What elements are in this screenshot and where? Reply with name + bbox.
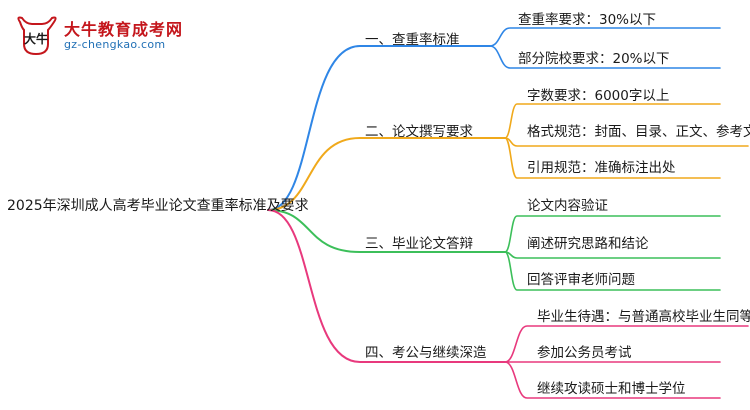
connector-branch-3-child-1 bbox=[504, 215, 721, 253]
logo-site-name: 大牛教育成考网 bbox=[64, 20, 184, 39]
branch-2-label: 二、论文撰写要求 bbox=[365, 124, 473, 140]
connector-branch-2 bbox=[267, 137, 506, 211]
branch-2-child-3: 引用规范：准确标注出处 bbox=[527, 160, 676, 176]
branch-3-label: 三、毕业论文答辩 bbox=[365, 236, 473, 252]
logo-site-url: gz-chengkao.com bbox=[64, 38, 166, 51]
connector-branch-1-child-2 bbox=[489, 45, 721, 69]
connector-branch-2-child-1 bbox=[504, 103, 721, 139]
branch-4-label: 四、考公与继续深造 bbox=[365, 345, 487, 361]
branch-1-child-2: 部分院校要求：20%以下 bbox=[518, 51, 670, 67]
branch-4-child-3: 继续攻读硕士和博士学位 bbox=[537, 381, 686, 397]
branch-3-child-2: 阐述研究思路和结论 bbox=[527, 236, 649, 252]
connector-branch-3 bbox=[267, 209, 506, 253]
branch-2-child-1: 字数要求：6000字以上 bbox=[527, 88, 670, 104]
branch-1-child-1: 查重率要求：30%以下 bbox=[518, 12, 657, 28]
bull-logo-icon: 大牛 bbox=[17, 16, 57, 56]
connector-branch-4 bbox=[267, 209, 506, 363]
branch-4-child-2: 参加公务员考试 bbox=[537, 345, 632, 361]
branch-1-label: 一、查重率标准 bbox=[365, 32, 460, 48]
branch-2-child-2: 格式规范：封面、目录、正文、参考文献 bbox=[527, 124, 750, 140]
connector-branch-1 bbox=[267, 45, 491, 211]
connector-branch-4-child-3 bbox=[504, 361, 721, 399]
connector-branch-4-child-1 bbox=[504, 325, 749, 363]
connector-branch-2-child-3 bbox=[504, 137, 721, 179]
logo-mark-text: 大牛 bbox=[24, 31, 48, 46]
site-logo[interactable]: 大牛 大牛教育成考网 gz-chengkao.com bbox=[14, 12, 182, 58]
branch-3-child-3: 回答评审老师问题 bbox=[527, 272, 635, 288]
connector-branch-3-child-2 bbox=[504, 251, 721, 259]
root-topic: 2025年深圳成人高考毕业论文查重率标准及要求 bbox=[7, 198, 309, 214]
connector-branch-1-child-1 bbox=[489, 27, 721, 47]
branch-3-child-1: 论文内容验证 bbox=[527, 198, 608, 214]
connector-branch-3-child-3 bbox=[504, 251, 721, 291]
branch-4-child-1: 毕业生待遇：与普通高校毕业生同等 bbox=[537, 309, 750, 325]
